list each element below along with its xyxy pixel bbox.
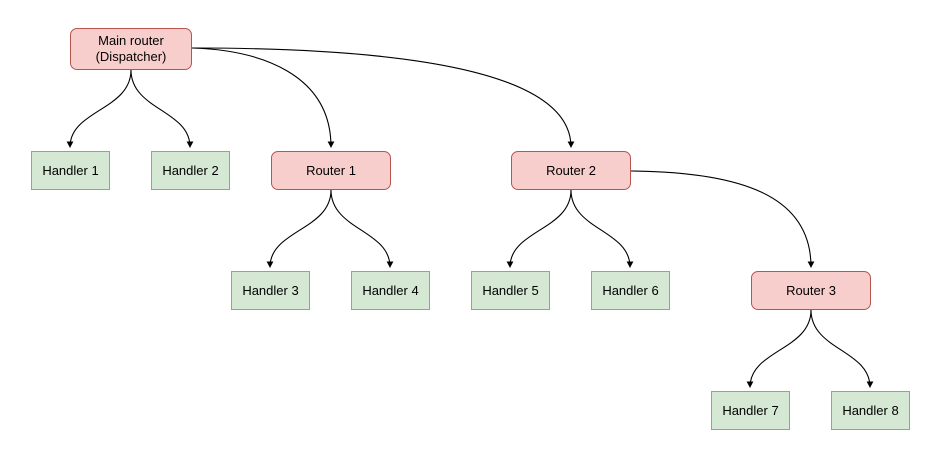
node-handler-6[interactable]: Handler 6 (591, 271, 670, 310)
node-handler-4[interactable]: Handler 4 (351, 271, 430, 310)
node-main-router[interactable]: Main router (Dispatcher) (70, 28, 192, 70)
node-router-1[interactable]: Router 1 (271, 151, 391, 190)
edge-main-router-to-handler-2 (130, 69, 194, 148)
node-label-handler-7: Handler 7 (722, 402, 779, 418)
edge-router-3-to-handler-7 (746, 309, 812, 388)
edge-router-1-to-handler-3 (266, 189, 332, 268)
node-label-router-2: Router 2 (546, 162, 596, 178)
node-handler-2[interactable]: Handler 2 (151, 151, 230, 190)
node-label-handler-3: Handler 3 (242, 282, 299, 298)
edge-router-2-to-router-3 (630, 170, 815, 268)
node-label-main-router: Main router (Dispatcher) (95, 33, 167, 64)
node-label-handler-6: Handler 6 (602, 282, 659, 298)
node-label-router-3: Router 3 (786, 282, 836, 298)
node-label-handler-8: Handler 8 (842, 402, 899, 418)
edge-main-router-to-handler-1 (66, 69, 132, 148)
node-handler-5[interactable]: Handler 5 (471, 271, 550, 310)
edge-router-2-to-handler-5 (506, 189, 572, 268)
node-handler-3[interactable]: Handler 3 (231, 271, 310, 310)
edge-router-1-to-handler-4 (330, 189, 394, 268)
node-label-router-1: Router 1 (306, 162, 356, 178)
edge-main-router-to-router-2 (191, 47, 575, 148)
node-handler-7[interactable]: Handler 7 (711, 391, 790, 430)
edges-group (66, 47, 874, 388)
node-label-handler-1: Handler 1 (42, 162, 99, 178)
edge-main-router-to-router-1 (191, 47, 335, 148)
node-label-handler-4: Handler 4 (362, 282, 419, 298)
node-handler-8[interactable]: Handler 8 (831, 391, 910, 430)
edge-router-3-to-handler-8 (810, 309, 874, 388)
edge-router-2-to-handler-6 (570, 189, 634, 268)
node-label-handler-5: Handler 5 (482, 282, 539, 298)
node-handler-1[interactable]: Handler 1 (31, 151, 110, 190)
node-router-3[interactable]: Router 3 (751, 271, 871, 310)
node-label-handler-2: Handler 2 (162, 162, 219, 178)
node-router-2[interactable]: Router 2 (511, 151, 631, 190)
